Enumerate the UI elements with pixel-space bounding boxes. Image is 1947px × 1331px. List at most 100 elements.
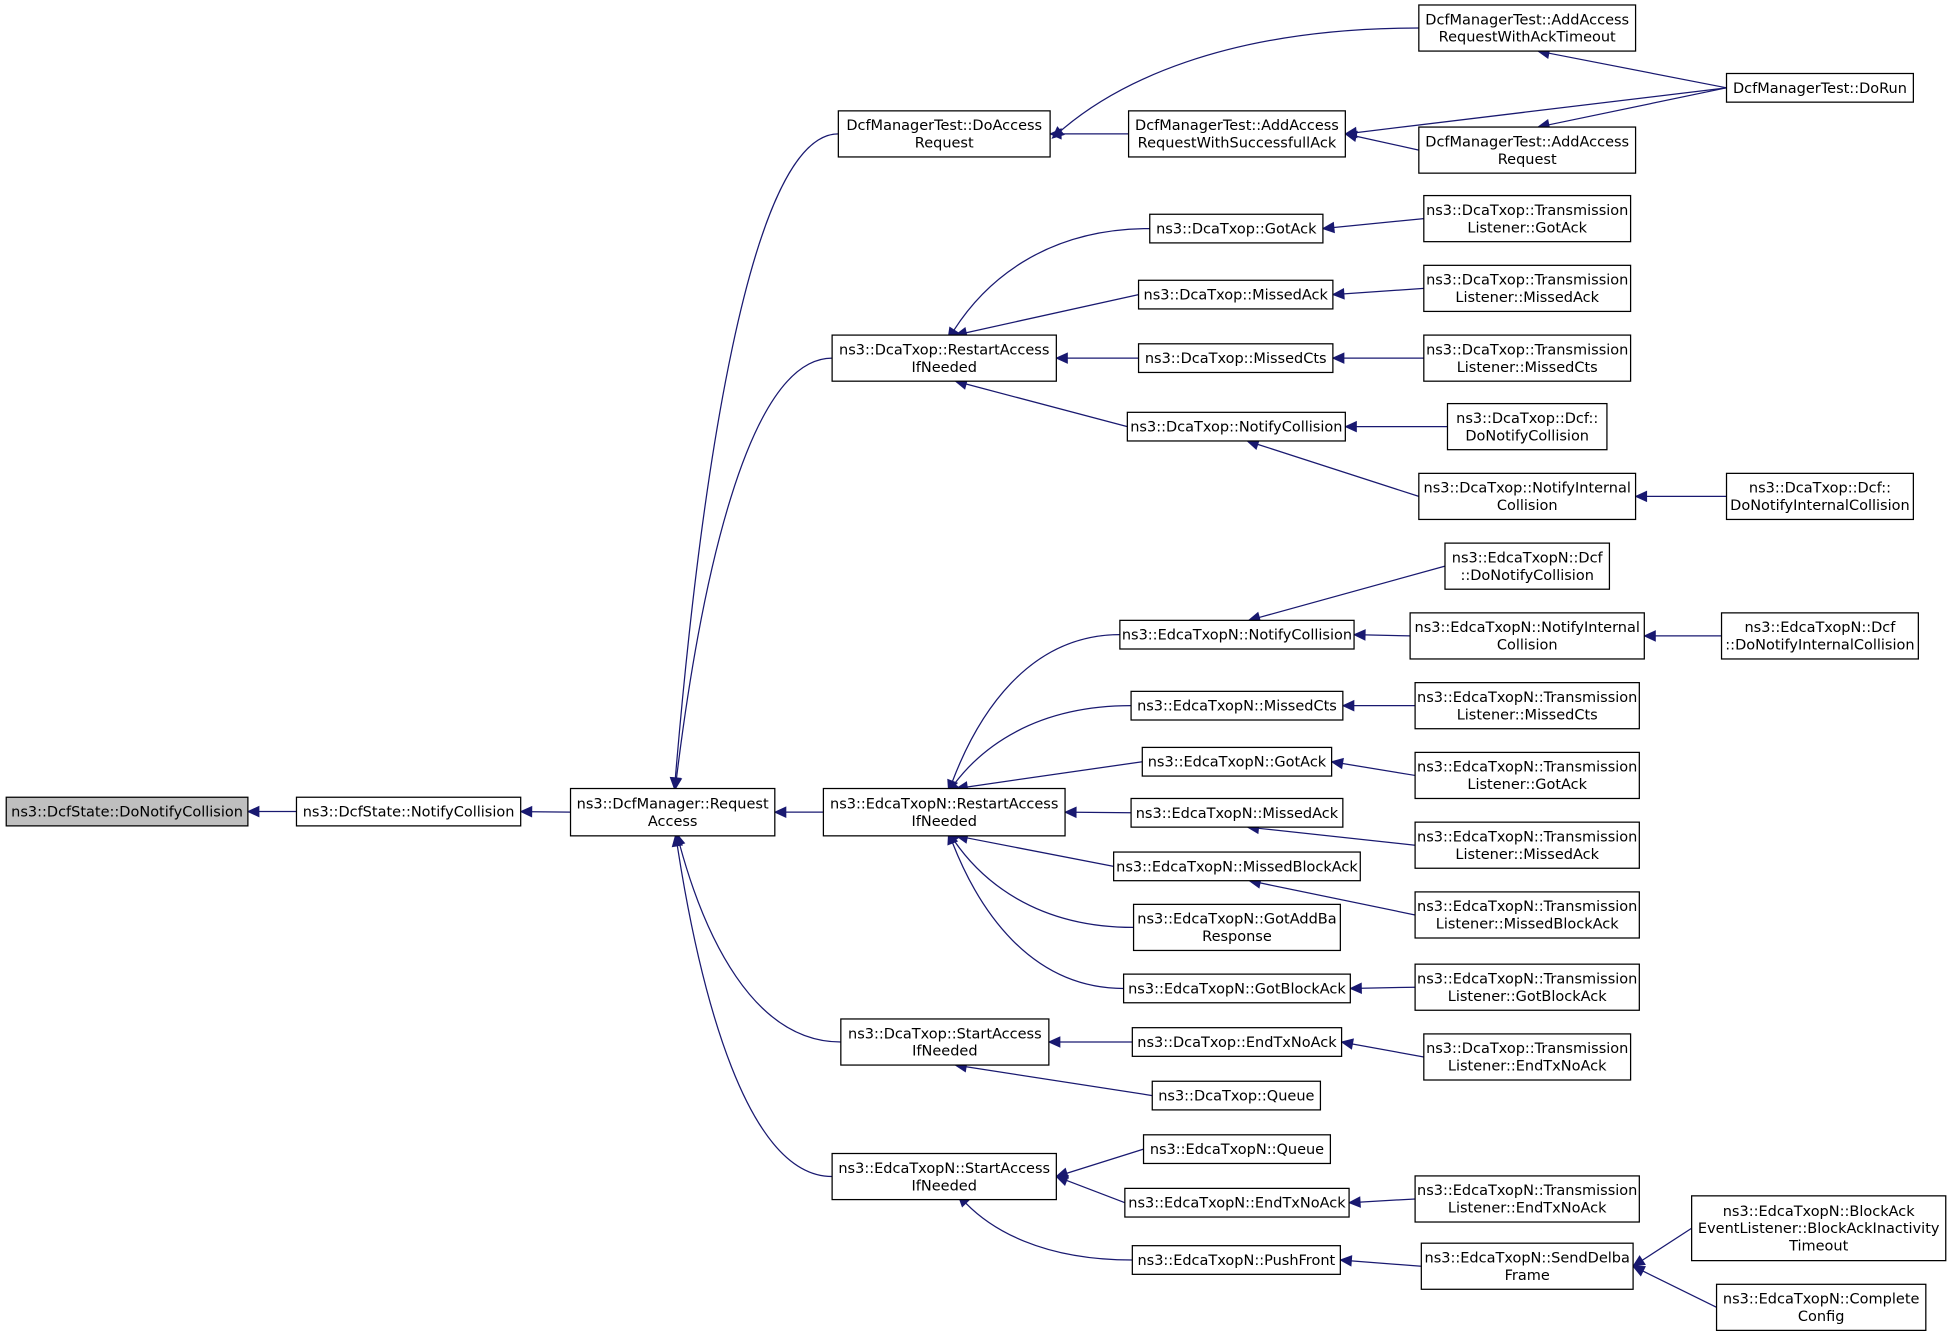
- node-n_dsnc[interactable]: ns3::DcfState::NotifyCollision: [295, 796, 522, 827]
- node-n_ega[interactable]: ns3::EdcaTxopN::GotAck: [1141, 746, 1333, 777]
- node-label-line: ns3::EdcaTxopN::RestartAccess: [830, 796, 1058, 812]
- node-label-line: Listener::MissedBlockAck: [1436, 917, 1619, 933]
- node-n_dnic[interactable]: ns3::DcaTxop::NotifyInternalCollision: [1418, 472, 1637, 521]
- node-n_ema[interactable]: ns3::EdcaTxopN::MissedAck: [1130, 797, 1344, 828]
- node-label-line: DcfManagerTest::AddAccess: [1425, 134, 1629, 150]
- node-n_ednic[interactable]: ns3::EdcaTxopN::Dcf::DoNotifyInternalCol…: [1720, 612, 1919, 660]
- node-label-line: ns3::DcaTxop::MissedAck: [1144, 288, 1329, 304]
- call-edge-n_dga-to-n_dtra: [953, 227, 1150, 331]
- arrowhead-n_asa-to-n_dmtda: [1048, 128, 1062, 140]
- node-box: [1137, 343, 1334, 374]
- node-n_etlga[interactable]: ns3::EdcaTxopN::TransmissionListener::Go…: [1414, 751, 1640, 800]
- call-edge-n_run-to-n_aato: [1548, 52, 1727, 89]
- node-label-line: ns3::DcaTxop::Transmission: [1426, 1041, 1628, 1057]
- node-n_dga[interactable]: ns3::DcaTxop::GotAck: [1149, 213, 1324, 244]
- node-n_dq[interactable]: ns3::DcaTxop::Queue: [1151, 1080, 1322, 1111]
- node-box: [1113, 851, 1361, 882]
- node-label-line: RequestWithAckTimeout: [1439, 30, 1616, 46]
- node-box: [1418, 4, 1637, 52]
- arrowhead-n_etra-to-n_dmra: [773, 806, 787, 818]
- call-edge-n_dtlen-to-n_dten: [1352, 1043, 1424, 1058]
- node-n_dtlga[interactable]: ns3::DcaTxop::TransmissionListener::GotA…: [1423, 194, 1632, 243]
- call-edge-n_etsa-to-n_dmra: [676, 845, 833, 1178]
- node-n_ddnic[interactable]: ns3::DcaTxop::Dcf::DoNotifyInternalColli…: [1725, 472, 1914, 521]
- node-box: [1126, 411, 1346, 442]
- arrowhead-n_etlen-to-n_een: [1347, 1196, 1361, 1208]
- arrowhead-n_etlmc-to-n_emc: [1341, 699, 1355, 712]
- node-box: [1423, 194, 1632, 243]
- node-n_etlgba[interactable]: ns3::EdcaTxopN::TransmissionListener::Go…: [1414, 963, 1640, 1011]
- node-label-line: DoNotifyInternalCollision: [1730, 498, 1910, 514]
- node-label-line: IfNeeded: [912, 1044, 977, 1060]
- node-n_dnc[interactable]: ns3::DcaTxop::NotifyCollision: [1126, 411, 1346, 442]
- node-n_dten[interactable]: ns3::DcaTxop::EndTxNoAck: [1131, 1027, 1343, 1057]
- arrowhead-n_ednic-to-n_enic: [1643, 630, 1656, 642]
- node-n_egba[interactable]: ns3::EdcaTxopN::GotBlockAck: [1122, 973, 1351, 1004]
- node-box: [1130, 690, 1344, 721]
- call-edge-n_dtlga-to-n_dga: [1333, 217, 1424, 229]
- node-label-line: Response: [1202, 929, 1272, 945]
- arrowhead-n_etlga-to-n_ega: [1330, 757, 1344, 770]
- node-n_een[interactable]: ns3::EdcaTxopN::EndTxNoAck: [1124, 1187, 1350, 1218]
- call-edge-n_epf-to-n_etsa: [965, 1202, 1133, 1261]
- node-n_etlma[interactable]: ns3::EdcaTxopN::TransmissionListener::Mi…: [1414, 821, 1640, 869]
- node-box: [1423, 334, 1632, 382]
- node-box: [1409, 612, 1645, 660]
- node-box: [5, 796, 249, 827]
- node-label-line: ns3::EdcaTxopN::MissedAck: [1136, 806, 1339, 822]
- node-label-line: ns3::EdcaTxopN::Dcf: [1452, 550, 1604, 566]
- arrowhead-n_aar-to-n_asa: [1344, 130, 1358, 143]
- node-n_emc[interactable]: ns3::EdcaTxopN::MissedCts: [1130, 690, 1344, 721]
- node-n_run[interactable]: DcfManagerTest::DoRun: [1725, 72, 1914, 103]
- node-box: [1414, 682, 1640, 730]
- node-n_ebael[interactable]: ns3::EdcaTxopN::BlockAckEventListener::B…: [1691, 1195, 1947, 1262]
- node-n_ddnc[interactable]: ns3::DcaTxop::Dcf::DoNotifyCollision: [1446, 402, 1608, 451]
- node-n_asa[interactable]: DcfManagerTest::AddAccessRequestWithSucc…: [1127, 110, 1346, 158]
- root-node-root[interactable]: ns3::DcfState::DoNotifyCollision: [5, 796, 249, 827]
- call-edge-n_enc-to-n_etra: [951, 634, 1120, 782]
- node-n_etlen[interactable]: ns3::EdcaTxopN::TransmissionListener::En…: [1414, 1175, 1640, 1223]
- node-n_embl[interactable]: ns3::EdcaTxopN::MissedBlockAck: [1113, 851, 1361, 882]
- node-n_dtlen[interactable]: ns3::DcaTxop::TransmissionListener::EndT…: [1423, 1033, 1632, 1081]
- node-n_dmc[interactable]: ns3::DcaTxop::MissedCts: [1137, 343, 1334, 374]
- node-label-line: Listener::MissedAck: [1455, 847, 1599, 863]
- call-edge-n_etlma-to-n_ema: [1258, 827, 1416, 846]
- node-n_epf[interactable]: ns3::EdcaTxopN::PushFront: [1131, 1245, 1341, 1275]
- call-edge-n_ecc-to-n_esdf: [1642, 1270, 1717, 1308]
- node-n_enc[interactable]: ns3::EdcaTxopN::NotifyCollision: [1119, 619, 1355, 650]
- node-label-line: Frame: [1505, 1268, 1550, 1284]
- node-label-line: Collision: [1497, 638, 1558, 654]
- arrowhead-n_dmc-to-n_dtra: [1055, 352, 1068, 364]
- node-label-line: Listener::GotAck: [1467, 220, 1587, 236]
- node-n_etlmc[interactable]: ns3::EdcaTxopN::TransmissionListener::Mi…: [1414, 682, 1640, 730]
- call-edge-n_emc-to-n_etra: [953, 705, 1132, 785]
- node-n_dtlma[interactable]: ns3::DcaTxop::TransmissionListener::Miss…: [1423, 264, 1632, 313]
- node-box: [1414, 751, 1640, 800]
- node-label-line: Listener::MissedAck: [1455, 290, 1599, 306]
- node-label-line: Access: [648, 814, 698, 830]
- node-n_aato[interactable]: DcfManagerTest::AddAccessRequestWithAckT…: [1418, 4, 1637, 52]
- node-box: [295, 796, 522, 827]
- arrowhead-n_ecc-to-n_esdf: [1632, 1265, 1646, 1277]
- node-label-line: IfNeeded: [912, 1178, 977, 1194]
- node-label-line: Config: [1798, 1309, 1845, 1325]
- node-n_etlmba[interactable]: ns3::EdcaTxopN::TransmissionListener::Mi…: [1414, 891, 1640, 939]
- node-n_ednc[interactable]: ns3::EdcaTxopN::Dcf::DoNotifyCollision: [1444, 542, 1611, 590]
- node-n_eq[interactable]: ns3::EdcaTxopN::Queue: [1142, 1134, 1332, 1165]
- node-label-line: ns3::DcaTxop::EndTxNoAck: [1137, 1035, 1337, 1051]
- node-n_enic[interactable]: ns3::EdcaTxopN::NotifyInternalCollision: [1409, 612, 1645, 660]
- node-n_dtlmc[interactable]: ns3::DcaTxop::TransmissionListener::Miss…: [1423, 334, 1632, 382]
- call-edge-n_ednc-to-n_enc: [1259, 565, 1446, 619]
- node-n_dma[interactable]: ns3::DcaTxop::MissedAck: [1137, 279, 1334, 310]
